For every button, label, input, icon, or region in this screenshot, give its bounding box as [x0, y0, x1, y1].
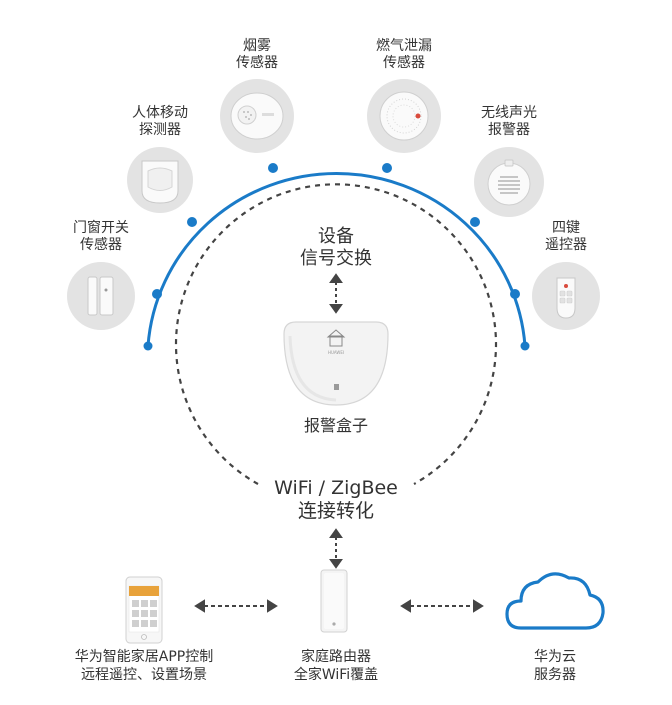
app-control-label: 华为智能家居APP控制远程遥控、设置场景: [74, 649, 214, 683]
arc-dot: [187, 217, 197, 227]
sensor-label-siren: 无线声光报警器: [481, 105, 537, 138]
cloud-icon: [505, 572, 605, 630]
remote-control-device: [532, 262, 600, 330]
hub-brand: HUAWEI: [328, 350, 344, 355]
siren-alarm-icon: [487, 159, 531, 206]
arc-dot: [143, 341, 153, 351]
phone-app-icon: [125, 576, 163, 644]
arc-dot: [152, 289, 162, 299]
arc-dots: [143, 163, 530, 351]
arc-dot: [268, 163, 278, 173]
signal-exchange-label: 设备信号交换: [300, 226, 372, 269]
smoke-sensor-device: [220, 79, 294, 153]
sensor-label-door-window: 门窗开关传感器: [73, 220, 129, 253]
app-router-arrow: [194, 599, 278, 613]
gas-leak-sensor-device: [367, 79, 441, 153]
remote-control-icon: [556, 277, 576, 319]
router-arrow: [329, 528, 343, 569]
sensor-label-motion: 人体移动探测器: [132, 105, 188, 138]
door-window-sensor-device: [67, 262, 135, 330]
arc-dot: [520, 341, 530, 351]
gas-leak-sensor-icon: [379, 91, 429, 141]
motion-detector-device: [127, 147, 193, 213]
smoke-sensor-icon: [230, 92, 284, 140]
sensor-label-remote: 四键遥控器: [545, 220, 587, 253]
arc-dot: [382, 163, 392, 173]
exchange-arrow: [329, 273, 343, 314]
arc-dot: [510, 289, 520, 299]
huawei-cloud-label: 华为云服务器: [534, 649, 576, 683]
home-router-label: 家庭路由器全家WiFi覆盖: [293, 649, 379, 683]
arc-dot: [470, 217, 480, 227]
router-cloud-arrow: [400, 599, 484, 613]
alarm-box-label: 报警盒子: [303, 416, 369, 435]
sensor-label-gas: 燃气泄漏传感器: [376, 38, 432, 71]
door-window-sensor-icon: [87, 276, 114, 316]
motion-detector-icon: [141, 160, 179, 204]
signal-dashed-circle: [174, 183, 498, 485]
alarm-box-icon: [283, 321, 389, 406]
sensor-label-smoke: 烟雾传感器: [236, 38, 278, 71]
router-icon: [320, 569, 348, 633]
siren-alarm-device: [474, 147, 544, 217]
sensor-network-arc: [146, 172, 527, 347]
